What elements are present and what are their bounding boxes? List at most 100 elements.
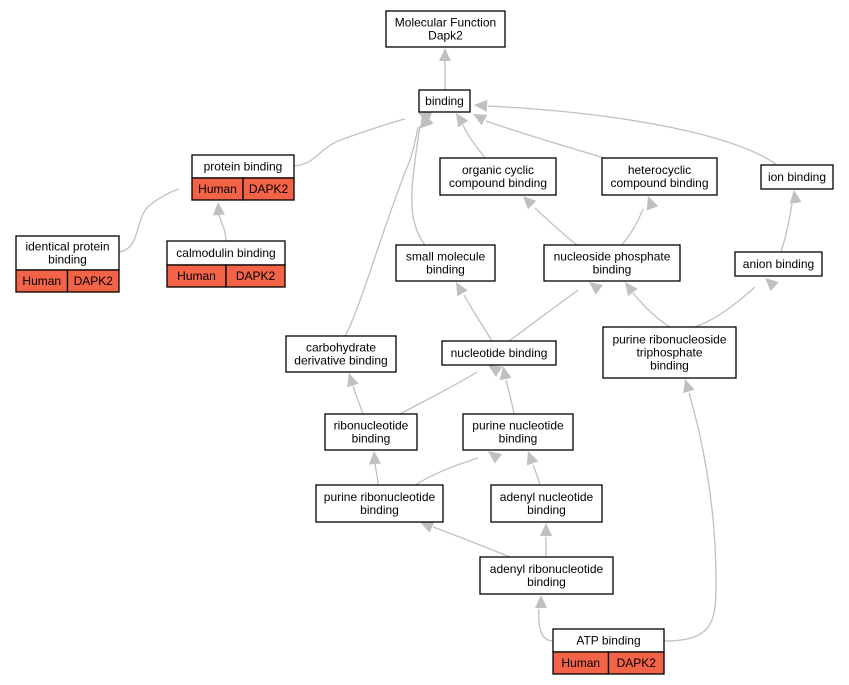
arrowhead-icon bbox=[420, 114, 432, 129]
arrowhead-icon bbox=[765, 278, 779, 292]
arrowhead-icon bbox=[625, 282, 638, 296]
edges-layer bbox=[118, 48, 802, 642]
arrowhead-icon bbox=[420, 521, 435, 533]
edge-line bbox=[414, 457, 479, 486]
arrowhead-icon bbox=[589, 282, 603, 295]
arrowhead-icon bbox=[540, 523, 552, 536]
edge-nucleotide_binding-to-small_molecule bbox=[456, 282, 493, 342]
node-label: Dapk2 bbox=[428, 29, 463, 43]
edge-small_molecule-to-binding bbox=[411, 113, 434, 246]
node-label: binding bbox=[650, 359, 689, 373]
gene-label: DAPK2 bbox=[236, 269, 276, 283]
node-box bbox=[285, 335, 397, 373]
edge-ion_binding-to-binding bbox=[474, 99, 778, 166]
arrowhead-icon bbox=[456, 113, 469, 128]
edge-nucleotide_binding-to-nucleoside_phosphate bbox=[508, 282, 603, 342]
arrowhead-icon bbox=[526, 451, 539, 466]
edge-atp_binding-to-purine_ribonucleoside_tp bbox=[663, 379, 717, 642]
node-label: identical protein bbox=[25, 240, 109, 254]
node-ion-binding[interactable]: ion binding bbox=[760, 164, 834, 190]
edge-binding-to-mf bbox=[439, 48, 451, 90]
node-label: compound binding bbox=[610, 176, 708, 190]
gene-label: DAPK2 bbox=[249, 182, 289, 196]
arrowhead-icon bbox=[523, 196, 537, 210]
edge-line bbox=[532, 464, 541, 486]
edge-anion_binding-to-ion_binding bbox=[780, 190, 802, 253]
edge-line bbox=[374, 463, 379, 486]
edge-line bbox=[344, 126, 419, 337]
arrowhead-icon bbox=[499, 366, 512, 381]
node-box bbox=[439, 157, 557, 196]
node-label: binding bbox=[593, 263, 632, 277]
edge-line bbox=[508, 289, 579, 342]
node-box bbox=[166, 240, 286, 266]
species-label: Human bbox=[198, 182, 237, 196]
node-label: adenyl nucleotide bbox=[500, 490, 594, 504]
node-nucleotide-binding[interactable]: nucleotide binding bbox=[441, 340, 557, 366]
node-box bbox=[418, 89, 471, 113]
node-label: nucleotide binding bbox=[451, 346, 548, 360]
node-label: derivative binding bbox=[294, 354, 387, 368]
edge-line bbox=[293, 118, 406, 167]
edge-line bbox=[621, 208, 644, 246]
node-box bbox=[490, 484, 603, 523]
edge-line bbox=[411, 125, 426, 246]
species-label: Human bbox=[22, 274, 61, 288]
node-label: purine ribonucleoside bbox=[612, 333, 726, 347]
arrowhead-icon bbox=[646, 196, 659, 211]
node-box bbox=[760, 164, 834, 190]
node-label: binding bbox=[527, 503, 566, 517]
node-box bbox=[385, 10, 506, 48]
node-label: nucleoside phosphate bbox=[554, 250, 671, 264]
node-label: binding bbox=[360, 503, 399, 517]
edge-line bbox=[694, 286, 756, 328]
edge-line bbox=[632, 292, 671, 328]
arrowhead-icon bbox=[347, 373, 359, 388]
edge-line bbox=[399, 371, 478, 415]
edge-protein_binding-to-binding bbox=[293, 111, 433, 167]
arrowhead-icon bbox=[535, 595, 547, 608]
edge-atp_binding-to-adenyl_ribonucleotide bbox=[535, 595, 554, 642]
node-label: binding bbox=[499, 432, 538, 446]
edge-line bbox=[462, 124, 486, 159]
node-label: anion binding bbox=[743, 257, 814, 271]
edge-line bbox=[663, 392, 717, 642]
edge-line bbox=[780, 203, 793, 253]
edge-purine_ribonucleotide-to-purine_nucleotide bbox=[414, 451, 502, 486]
node-label: ribonucleotide bbox=[334, 419, 409, 433]
edge-line bbox=[218, 213, 227, 242]
node-label: binding bbox=[425, 94, 464, 108]
gene-cell bbox=[607, 651, 665, 675]
node-label: binding bbox=[426, 263, 465, 277]
node-label: binding bbox=[352, 432, 391, 446]
arrowhead-icon bbox=[789, 190, 802, 204]
arrowhead-icon bbox=[473, 114, 488, 126]
node-label: protein binding bbox=[204, 160, 283, 174]
arrowhead-icon bbox=[439, 48, 451, 61]
edge-ribonucleotide-to-nucleotide_binding bbox=[399, 365, 503, 415]
edge-line bbox=[538, 608, 554, 642]
edge-carbohydrate_deriv-to-binding bbox=[344, 114, 432, 337]
node-label: adenyl ribonucleotide bbox=[490, 562, 604, 576]
node-anion-binding[interactable]: anion binding bbox=[734, 251, 823, 277]
node-label: organic cyclic bbox=[462, 163, 534, 177]
node-binding[interactable]: binding bbox=[418, 89, 471, 113]
node-label: ion binding bbox=[768, 170, 826, 184]
